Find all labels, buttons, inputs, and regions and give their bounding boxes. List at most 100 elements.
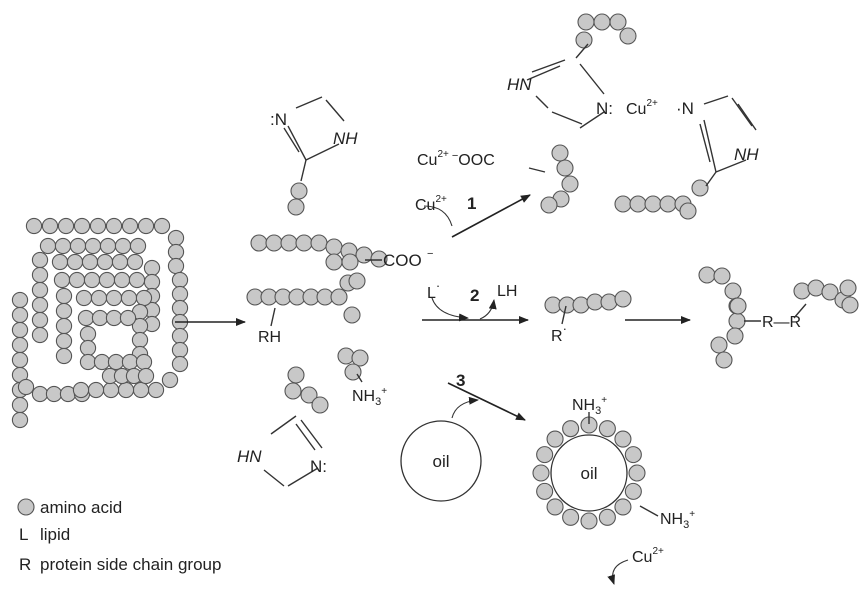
imidazole-ring-top: :N NH bbox=[270, 96, 358, 182]
amino-acid-bead bbox=[341, 253, 359, 271]
legend-side-chain-symbol: R bbox=[19, 555, 31, 574]
amino-acid-bead bbox=[562, 420, 580, 438]
amino-acid-bead bbox=[11, 351, 29, 369]
amino-acid-bead bbox=[167, 257, 185, 275]
rh-label: RH bbox=[258, 329, 281, 346]
amino-acid-bead bbox=[11, 306, 29, 324]
amino-acid-bead bbox=[839, 279, 857, 297]
amino-acid-bead bbox=[31, 281, 49, 299]
amino-acid-bead bbox=[55, 332, 73, 350]
amino-acid-bead bbox=[598, 508, 616, 526]
amino-acid-bead bbox=[135, 353, 153, 371]
amino-acid-bead bbox=[41, 217, 59, 235]
amino-acid-bead bbox=[31, 296, 49, 314]
amino-acid-bead bbox=[724, 282, 742, 300]
amino-acid-bead bbox=[55, 302, 73, 320]
amino-acid-bead bbox=[311, 396, 329, 414]
pathway-1-label: 1 bbox=[467, 194, 476, 213]
amino-acid-bead bbox=[55, 347, 73, 365]
amino-acid-bead bbox=[343, 306, 361, 324]
amino-acid-bead bbox=[120, 289, 138, 307]
amino-acid-bead bbox=[31, 311, 49, 329]
carboxylate-label: COO bbox=[383, 251, 422, 270]
amino-acid-bead bbox=[546, 430, 564, 448]
pathway-1-arrow bbox=[451, 194, 531, 238]
amino-acid-bead bbox=[536, 446, 554, 464]
amino-acid-bead bbox=[105, 289, 123, 307]
amino-acid-bead bbox=[284, 382, 302, 400]
amino-acid-bead bbox=[580, 512, 598, 530]
amino-acid-bead bbox=[143, 273, 161, 291]
amino-acid-bead bbox=[614, 195, 632, 213]
complex-n-left: N: bbox=[596, 99, 613, 118]
cu-carboxylate: Cu2+−OOC bbox=[417, 149, 495, 169]
amino-acid-bead bbox=[54, 237, 72, 255]
amino-acid-bead bbox=[84, 237, 102, 255]
amino-acid-bead bbox=[132, 381, 150, 399]
amino-acid-bead bbox=[330, 288, 348, 306]
pathway-2-label: 2 bbox=[470, 286, 479, 305]
oil-label: oil bbox=[432, 452, 449, 471]
amino-acid-bead bbox=[295, 234, 313, 252]
nh3-middle: NH3+ bbox=[352, 386, 387, 408]
amino-acid-bead bbox=[679, 202, 697, 220]
amino-acid-bead bbox=[79, 325, 97, 343]
crosslink-rr: R—R bbox=[762, 314, 801, 331]
amino-acid-bead bbox=[11, 411, 29, 429]
amino-acid-bead bbox=[561, 175, 579, 193]
amino-acid-bead bbox=[96, 253, 114, 271]
complex-hn-label: HN bbox=[507, 75, 532, 94]
amino-acid-bead bbox=[562, 508, 580, 526]
amino-acid-bead bbox=[113, 271, 131, 289]
legend-side-chain: protein side chain group bbox=[40, 555, 221, 574]
coated-oil-droplet bbox=[550, 434, 628, 512]
amino-acid-bead bbox=[17, 378, 35, 396]
amino-acid-bead bbox=[287, 198, 305, 216]
amino-acid-bead bbox=[546, 498, 564, 516]
amino-acid-bead bbox=[280, 234, 298, 252]
unfolded-protein-chains bbox=[246, 182, 388, 414]
amino-acid-bead bbox=[121, 353, 139, 371]
pathway-3-arrow bbox=[447, 382, 526, 421]
amino-acid-bead bbox=[171, 355, 189, 373]
amino-acid-bead bbox=[90, 289, 108, 307]
amino-acid-bead bbox=[171, 271, 189, 289]
amino-acid-bead bbox=[11, 396, 29, 414]
amino-acid-bead bbox=[713, 267, 731, 285]
amino-acid-bead bbox=[135, 289, 153, 307]
pathway-3-label: 3 bbox=[456, 371, 465, 390]
oil-in-curve bbox=[451, 396, 479, 419]
amino-acid-bead bbox=[167, 243, 185, 261]
cu-reagent-1: Cu2+ bbox=[415, 194, 447, 214]
nh3-droplet-top: NH3+ bbox=[572, 395, 607, 417]
amino-acid-bead bbox=[171, 341, 189, 359]
legend-amino-acid: amino acid bbox=[40, 498, 122, 517]
protein-radical: R· bbox=[551, 321, 567, 345]
amino-acid-bead bbox=[11, 336, 29, 354]
amino-acid-bead bbox=[171, 327, 189, 345]
lipid-radical: L· bbox=[427, 278, 440, 302]
amino-acid-bead bbox=[72, 381, 90, 399]
amino-acid-bead bbox=[105, 217, 123, 235]
amino-acid-bead bbox=[624, 482, 642, 500]
amino-acid-bead bbox=[53, 271, 71, 289]
lipid-in-curve bbox=[431, 297, 469, 322]
amino-acid-bead bbox=[153, 217, 171, 235]
amino-acid-bead bbox=[98, 271, 116, 289]
amino-acid-bead bbox=[572, 296, 590, 314]
amino-acid-bead bbox=[659, 195, 677, 213]
amino-acid-bead bbox=[126, 253, 144, 271]
amino-acid-bead bbox=[89, 217, 107, 235]
amino-acid-bead bbox=[726, 327, 744, 345]
amino-acid-bead bbox=[614, 498, 632, 516]
amino-acid-bead bbox=[68, 271, 86, 289]
amino-acid-bead bbox=[93, 353, 111, 371]
amino-acid-bead bbox=[348, 272, 366, 290]
amino-acid-bead bbox=[11, 321, 29, 339]
amino-acid-bead bbox=[370, 250, 388, 268]
amino-acid-bead bbox=[600, 293, 618, 311]
amino-acid-bead bbox=[551, 144, 569, 162]
amino-acid-bead bbox=[536, 482, 554, 500]
